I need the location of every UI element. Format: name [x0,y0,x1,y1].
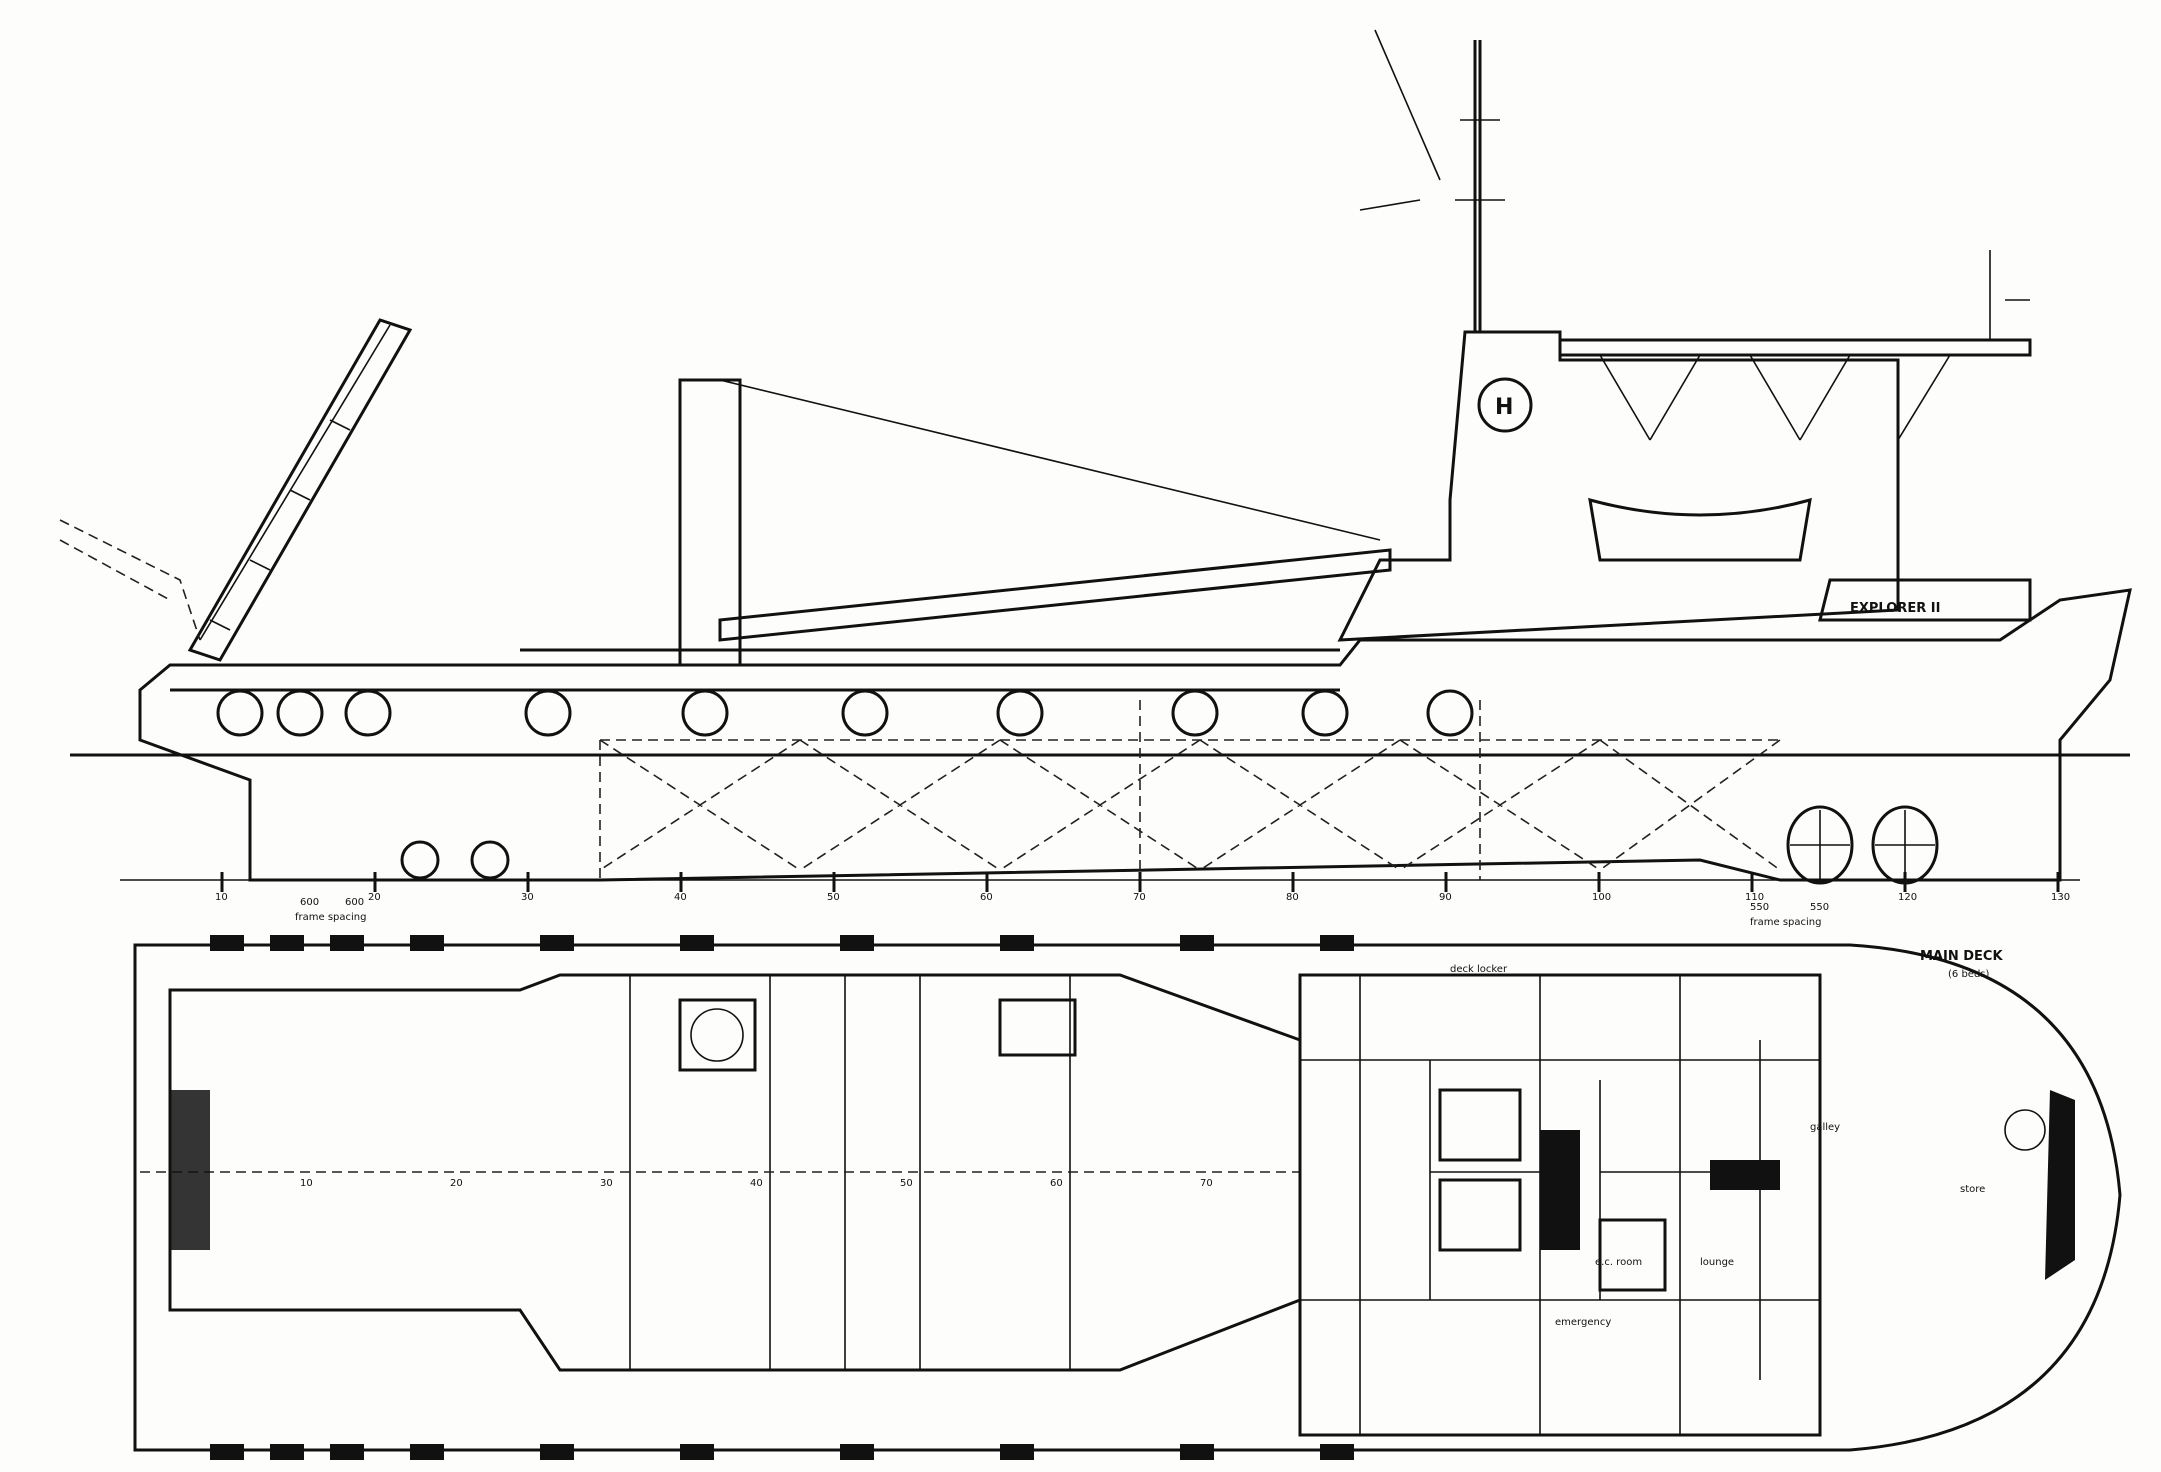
frame-number: 110 [1745,892,1764,903]
frame-number: 10 [215,892,228,903]
spacing-value: 550 [1810,902,1829,913]
aft-mast [1989,250,2030,340]
ship-name: EXPLORER II [1850,601,1940,616]
stern-roller [170,1090,210,1250]
hull-outline [138,588,2132,882]
deck-frame-number: 20 [450,1178,463,1189]
spacing-value: 600 [300,897,319,908]
bollard [410,1444,444,1460]
profile-view: H EXPLORER II 10 20 30 40 50 60 70 80 90 100 110 12… [59,29,2132,928]
propellers [400,840,510,880]
room-store: store [1960,1184,1985,1195]
frame-number: 80 [1286,892,1299,903]
frame-number: 30 [521,892,534,903]
deck-outline [133,943,2122,1452]
plan-view: MAIN DECK (6 beds) galley lounge store e… [133,935,2122,1460]
room-emergency: emergency [1555,1317,1611,1328]
bollard [840,935,874,951]
hull-bracing [599,700,1781,880]
frame-number: 120 [1898,892,1917,903]
frame-spacing-fwd: 550 550 frame spacing [1750,902,1829,928]
bollard [1000,935,1034,951]
frame-number: 130 [2051,892,2070,903]
stern-a-frame [187,318,413,662]
bollard [680,935,714,951]
spacing-value: 550 [1750,902,1769,913]
frame-number: 90 [1439,892,1452,903]
stair [1540,1130,1580,1250]
helideck-supports [1599,354,1951,441]
lifeboat [1588,497,1812,562]
frame-number: 50 [827,892,840,903]
spacing-label: frame spacing [295,912,366,923]
deck-frame-number: 10 [300,1178,313,1189]
crane-wire [719,379,1381,541]
bollard [410,935,444,951]
deck-frame-number: 70 [1200,1178,1213,1189]
bollard [1180,935,1214,951]
crane-boom [718,548,1392,642]
spacing-label: frame spacing [1750,917,1821,928]
bollard [1180,1444,1214,1460]
a-frame-swing-path [59,519,201,641]
room-deck-locker: deck locker [1450,964,1508,975]
deck-frame-number: 30 [600,1178,613,1189]
room-galley: galley [1810,1122,1840,1133]
frame-number: 60 [980,892,993,903]
spacing-value: 600 [345,897,364,908]
mast-rigging [1359,29,1505,211]
accommodation-block [1298,973,1822,1437]
crane-pedestal [678,378,742,667]
hatch-round [678,998,757,1072]
room-lounge: lounge [1700,1257,1734,1268]
bollards [210,935,1354,1460]
bollard [1320,1444,1354,1460]
bollard [330,1444,364,1460]
name-board [1818,578,2032,622]
deck-frame-number: 40 [750,1178,763,1189]
deck-title: MAIN DECK [1920,949,2003,964]
frame-ticks: 102030405060708090100110120130140 [215,872,2070,903]
bollard [330,935,364,951]
capstan [2004,1109,2046,1151]
superstructure [1337,330,1900,642]
a-frame-ladder [199,324,391,641]
deck-subtitle: (6 beds) [1948,969,1990,980]
bollard [210,935,244,951]
bollard [840,1444,874,1460]
bollard [680,1444,714,1460]
ec-room-unit [1598,1218,1667,1292]
frame-number: 100 [1592,892,1611,903]
bollard [1000,1444,1034,1460]
frame-number: 70 [1133,892,1146,903]
bollard [270,935,304,951]
bollard [270,1444,304,1460]
fenders [216,689,1474,737]
helideck-mark-circle [1477,377,1533,433]
winch-aft [1438,1178,1522,1252]
deck-frame-number: 60 [1050,1178,1063,1189]
room-ec: e.c. room [1595,1257,1642,1268]
mast [1473,40,1482,332]
bollard [1320,935,1354,951]
deck-frame-number: 50 [900,1178,913,1189]
helideck [1560,338,2032,357]
bow-chain-locker [2045,1090,2075,1280]
frame-number: 40 [674,892,687,903]
deck-frame-numbers: 10 20 30 40 50 60 70 [300,1178,1213,1189]
hatch-square [998,998,1077,1057]
thrusters [1786,805,1939,885]
winch-fwd [1438,1088,1522,1162]
galley-range [1710,1160,1780,1190]
helideck-mark: H [1495,395,1516,420]
bollard [540,1444,574,1460]
bollard [210,1444,244,1460]
frame-number: 20 [368,892,381,903]
bollard [540,935,574,951]
frame-spacing-aft: 600 600 frame spacing [295,897,366,923]
